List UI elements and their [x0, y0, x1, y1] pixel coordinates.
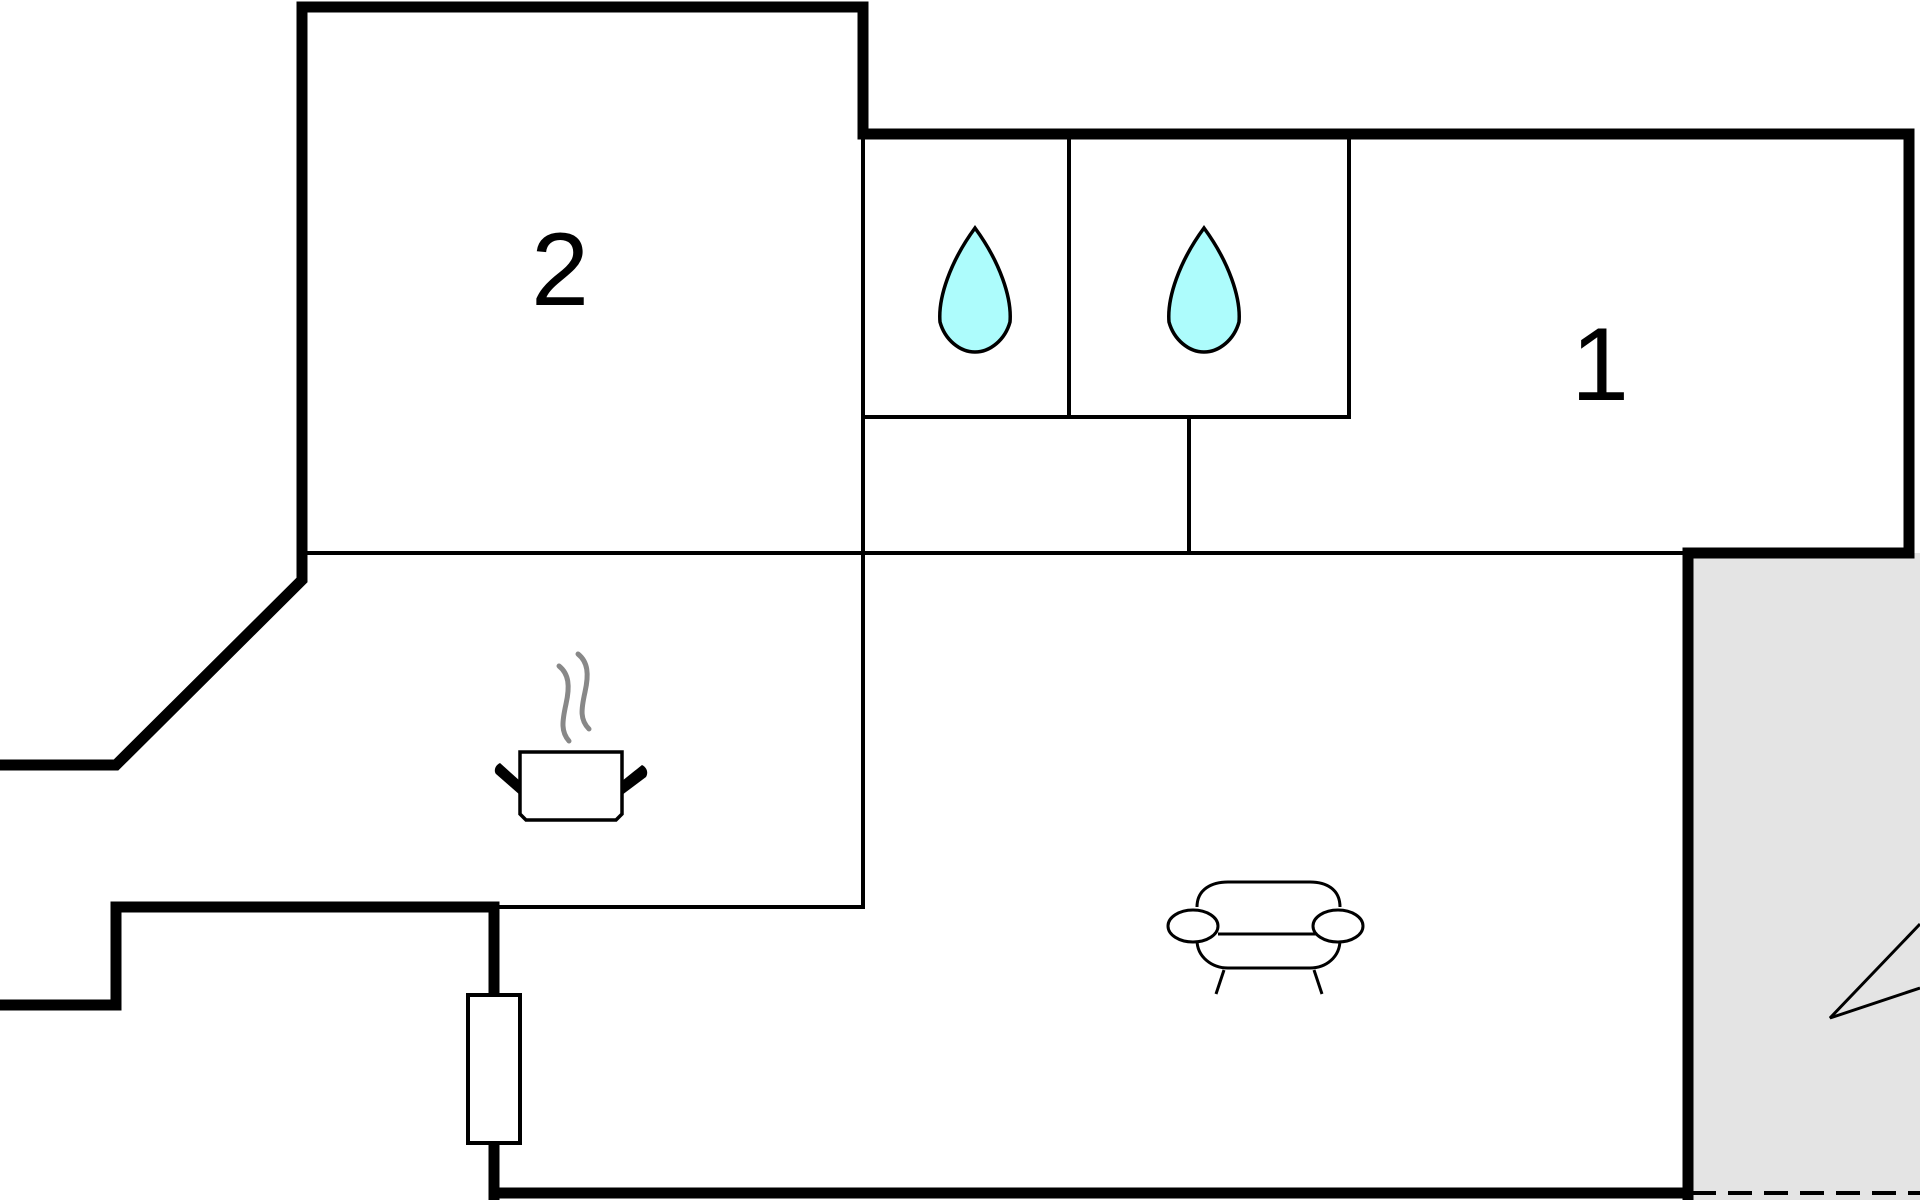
- sofa-icon: [1166, 880, 1365, 995]
- room-label-1: 1: [1571, 307, 1629, 423]
- interior-walls: [300, 132, 1690, 909]
- wall-entrance: [0, 901, 500, 1011]
- cooking-pot-icon: [494, 651, 648, 822]
- terrace-area: [1688, 553, 1920, 1200]
- terrace-angle-line: [1828, 922, 1920, 1020]
- entrance-door: [466, 993, 522, 1145]
- wall-south-lower: [488, 1187, 1694, 1200]
- water-drop-icon: [1167, 225, 1241, 354]
- water-drop-icon: [938, 225, 1012, 354]
- room-label-2: 2: [531, 212, 589, 328]
